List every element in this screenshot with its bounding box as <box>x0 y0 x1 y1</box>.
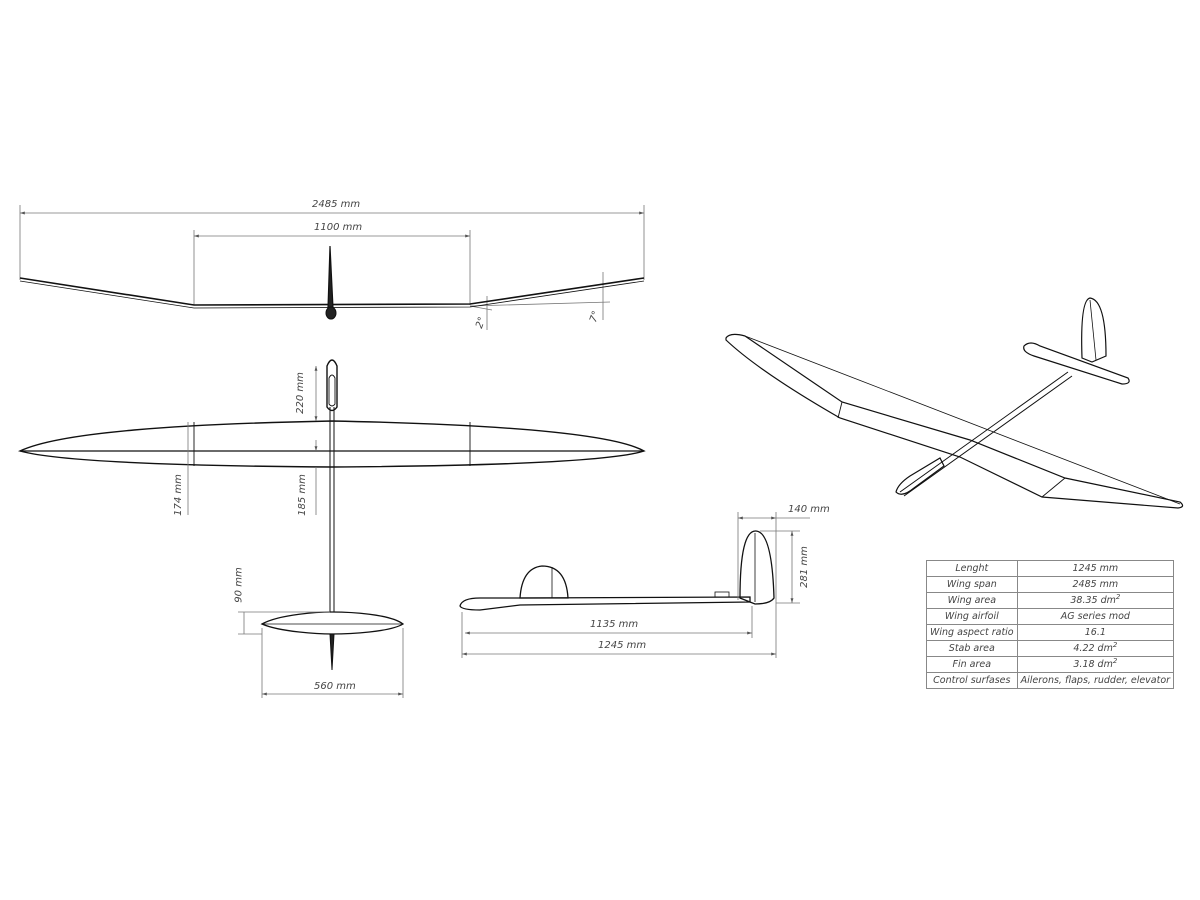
table-row: Wing area 38.35 dm2 <box>926 592 1175 609</box>
front-fin <box>327 245 334 309</box>
tail-length-dimension-label: 1135 mm <box>590 619 639 630</box>
spec-key: Fin area <box>926 656 1018 673</box>
table-row: Wing aspect ratio 16.1 <box>926 624 1175 641</box>
iso-nose <box>895 457 945 495</box>
spec-value: 3.18 dm2 <box>1016 656 1175 673</box>
side-fuselage <box>459 596 751 611</box>
iso-boom <box>899 371 1073 497</box>
top-stabilizer <box>260 611 405 635</box>
table-row: Control surfases Ailerons, flaps, rudder… <box>926 672 1175 689</box>
spec-value: Ailerons, flaps, rudder, elevator <box>1016 672 1175 689</box>
top-view <box>17 359 646 698</box>
table-row: Lenght 1245 mm <box>926 560 1175 577</box>
iso-wing <box>725 333 1184 509</box>
top-fuselage-nose <box>326 359 338 412</box>
iso-fin <box>1081 297 1107 363</box>
spec-value: 38.35 dm2 <box>1016 592 1175 609</box>
specifications-table: Lenght 1245 mm Wing span 2485 mm Wing ar… <box>926 560 1175 689</box>
root-chord-dimension-label: 174 mm <box>172 474 184 516</box>
table-row: Wing span 2485 mm <box>926 576 1175 593</box>
spec-key: Wing span <box>926 576 1018 593</box>
stab-chord-dimension-label: 90 mm <box>233 567 245 603</box>
spec-key: Wing aspect ratio <box>926 624 1018 641</box>
table-row: Stab area 4.22 dm2 <box>926 640 1175 657</box>
spec-key: Control surfases <box>926 672 1018 689</box>
spec-value: 4.22 dm2 <box>1016 640 1175 657</box>
side-fin <box>739 530 775 605</box>
front-view <box>19 205 645 330</box>
span-dimension-label: 2485 mm <box>312 199 361 210</box>
side-view <box>459 512 810 658</box>
side-canopy <box>519 565 569 599</box>
spec-value: AG series mod <box>1016 608 1175 625</box>
isometric-view <box>725 297 1184 509</box>
top-fin <box>329 633 335 671</box>
spec-key: Wing area <box>926 592 1018 609</box>
iso-stab <box>1023 342 1130 385</box>
stab-span-dimension-label: 560 mm <box>314 681 356 692</box>
spec-key: Wing airfoil <box>926 608 1018 625</box>
top-wing-outline <box>17 420 646 468</box>
overall-length-dimension-label: 1245 mm <box>598 640 647 651</box>
front-fuselage <box>325 306 337 320</box>
fin-chord-dimension-label: 140 mm <box>788 504 830 515</box>
fin-height-dimension-label: 281 mm <box>798 546 810 588</box>
center-section-dimension-label: 1100 mm <box>314 222 363 233</box>
span-dimension-line <box>19 205 645 330</box>
spec-key: Stab area <box>926 640 1018 657</box>
wing-offset-dimension-label: 185 mm <box>296 474 308 516</box>
nose-length-dimension-label: 220 mm <box>294 372 306 414</box>
spec-value: 1245 mm <box>1016 560 1175 577</box>
spec-key: Lenght <box>926 560 1018 577</box>
spec-value: 2485 mm <box>1016 576 1175 593</box>
table-row: Fin area 3.18 dm2 <box>926 656 1175 673</box>
spec-value: 16.1 <box>1016 624 1175 641</box>
table-row: Wing airfoil AG series mod <box>926 608 1175 625</box>
